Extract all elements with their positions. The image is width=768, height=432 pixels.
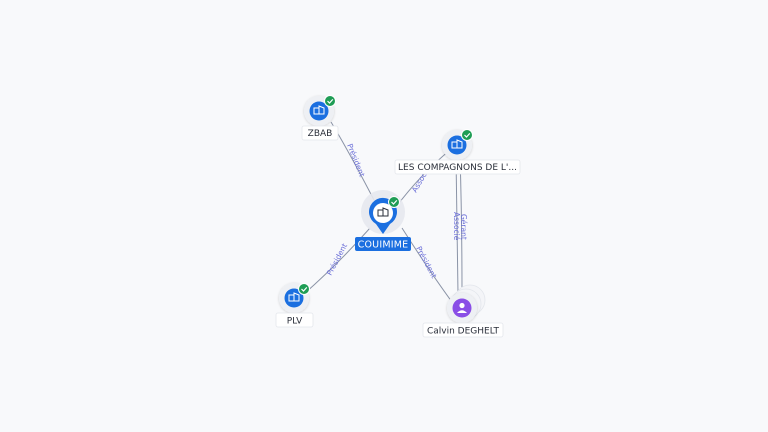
node-label-zbab: ZBAB — [308, 129, 333, 139]
edge-label-zbab-couimime: Président — [345, 142, 366, 178]
check-badge-icon — [388, 196, 400, 208]
edge-calvin-compagnons-1[interactable] — [455, 155, 459, 295]
node-label-couimime: COUIMIME — [358, 240, 409, 251]
node-zbab[interactable]: ZBAB — [301, 95, 339, 141]
building-icon — [313, 105, 325, 115]
node-plv[interactable]: PLV — [275, 283, 314, 328]
node-compagnons[interactable]: LES COMPAGNONS DE L'... — [394, 129, 521, 175]
node-couimime[interactable]: COUIMIME — [355, 190, 411, 251]
check-badge-icon — [324, 95, 336, 107]
node-label-calvin: Calvin DEGHELT — [427, 327, 500, 337]
check-badge-icon — [298, 283, 310, 295]
edge-label-plv-couimime: Président — [325, 242, 349, 277]
node-label-compagnons: LES COMPAGNONS DE L'... — [398, 163, 517, 173]
edge-plv-couimime[interactable] — [303, 227, 371, 295]
node-calvin[interactable]: Calvin DEGHELT — [422, 284, 504, 338]
building-icon — [377, 207, 389, 217]
edge-label-calvin-compagnons-2: Associé — [452, 212, 461, 241]
check-badge-icon — [461, 129, 473, 141]
building-icon — [451, 139, 463, 149]
person-icon — [457, 302, 467, 313]
edge-calvin-couimime[interactable] — [401, 227, 453, 303]
edge-label-calvin-couimime: Président — [414, 245, 438, 280]
building-icon — [288, 292, 300, 302]
edges — [303, 121, 463, 303]
edge-label-calvin-compagnons-1: Gérant — [459, 214, 468, 240]
node-label-plv: PLV — [287, 317, 303, 327]
